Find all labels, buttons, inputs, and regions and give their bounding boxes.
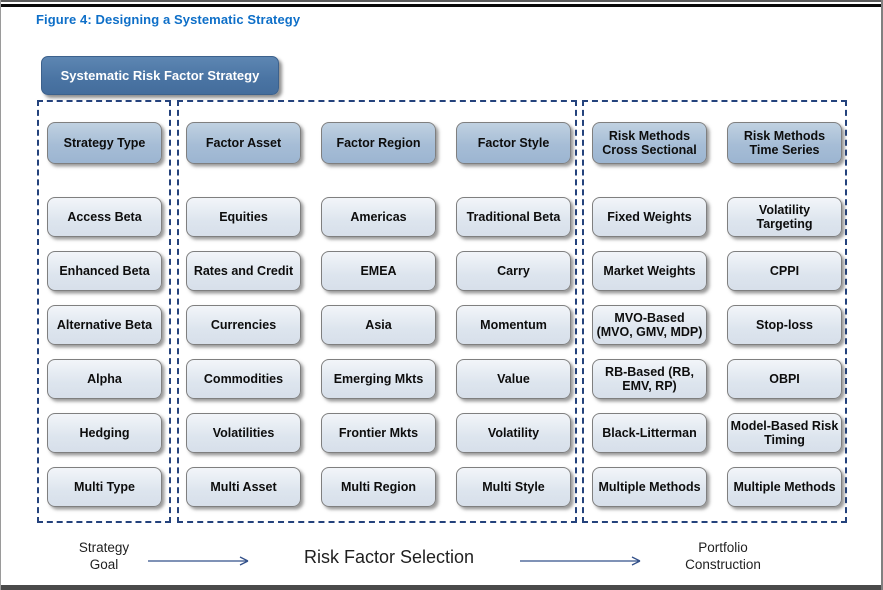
box-black-litterman: Black-Litterman [592, 413, 707, 453]
box-traditional-beta: Traditional Beta [456, 197, 571, 237]
box-value: Value [456, 359, 571, 399]
column-factor-style: Factor Style Traditional Beta Carry Mome… [456, 122, 571, 507]
box-equities: Equities [186, 197, 301, 237]
column-risk-methods-time-series: Risk Methods Time Series Volatility Targ… [727, 122, 842, 507]
column-factor-region: Factor Region Americas EMEA Asia Emergin… [321, 122, 436, 507]
box-alpha: Alpha [47, 359, 162, 399]
box-hedging: Hedging [47, 413, 162, 453]
box-multi-style: Multi Style [456, 467, 571, 507]
box-model-based-risk-timing: Model-Based Risk Timing [727, 413, 842, 453]
header-risk-methods-cross-sectional: Risk Methods Cross Sectional [592, 122, 707, 164]
figure-title: Figure 4: Designing a Systematic Strateg… [36, 12, 301, 27]
flow-arrow-icon [520, 554, 642, 568]
header-factor-style: Factor Style [456, 122, 571, 164]
box-multi-type: Multi Type [47, 467, 162, 507]
box-asia: Asia [321, 305, 436, 345]
column-risk-methods-cross-sectional: Risk Methods Cross Sectional Fixed Weigh… [592, 122, 707, 507]
box-rb-based: RB-Based (RB, EMV, RP) [592, 359, 707, 399]
box-alternative-beta: Alternative Beta [47, 305, 162, 345]
group-strategy-type: Strategy Type Access Beta Enhanced Beta … [37, 100, 171, 523]
box-multiple-methods-cross-sectional: Multiple Methods [592, 467, 707, 507]
column-factor-asset: Factor Asset Equities Rates and Credit C… [186, 122, 301, 507]
box-multi-region: Multi Region [321, 467, 436, 507]
flow-stage-portfolio-construction: Portfolio Construction [685, 540, 761, 572]
box-volatility: Volatility [456, 413, 571, 453]
box-commodities: Commodities [186, 359, 301, 399]
box-rates-and-credit: Rates and Credit [186, 251, 301, 291]
group-risk-factor-selection: Factor Asset Equities Rates and Credit C… [177, 100, 577, 523]
frame-bottom-rule [1, 585, 881, 590]
box-multi-asset: Multi Asset [186, 467, 301, 507]
box-obpi: OBPI [727, 359, 842, 399]
box-momentum: Momentum [456, 305, 571, 345]
flow-stage-strategy-goal: Strategy Goal [78, 540, 130, 572]
box-emerging-mkts: Emerging Mkts [321, 359, 436, 399]
box-americas: Americas [321, 197, 436, 237]
box-fixed-weights: Fixed Weights [592, 197, 707, 237]
header-risk-methods-time-series: Risk Methods Time Series [727, 122, 842, 164]
flow-stage-risk-factor-selection: Risk Factor Selection [303, 547, 475, 567]
box-stop-loss: Stop-loss [727, 305, 842, 345]
header-factor-asset: Factor Asset [186, 122, 301, 164]
box-emea: EMEA [321, 251, 436, 291]
group-portfolio-construction: Risk Methods Cross Sectional Fixed Weigh… [582, 100, 847, 523]
box-currencies: Currencies [186, 305, 301, 345]
column-strategy-type: Strategy Type Access Beta Enhanced Beta … [47, 122, 162, 507]
header-strategy-type: Strategy Type [47, 122, 162, 164]
frame-top-thin-rule [1, 0, 881, 2]
flow-arrow-icon [148, 554, 250, 568]
box-multiple-methods-time-series: Multiple Methods [727, 467, 842, 507]
box-volatility-targeting: Volatility Targeting [727, 197, 842, 237]
header-factor-region: Factor Region [321, 122, 436, 164]
box-carry: Carry [456, 251, 571, 291]
frame-top-thick-rule [1, 4, 881, 7]
root-strategy-box: Systematic Risk Factor Strategy [41, 56, 279, 95]
box-cppi: CPPI [727, 251, 842, 291]
box-volatilities: Volatilities [186, 413, 301, 453]
box-frontier-mkts: Frontier Mkts [321, 413, 436, 453]
box-mvo-based: MVO-Based (MVO, GMV, MDP) [592, 305, 707, 345]
box-enhanced-beta: Enhanced Beta [47, 251, 162, 291]
box-market-weights: Market Weights [592, 251, 707, 291]
box-access-beta: Access Beta [47, 197, 162, 237]
